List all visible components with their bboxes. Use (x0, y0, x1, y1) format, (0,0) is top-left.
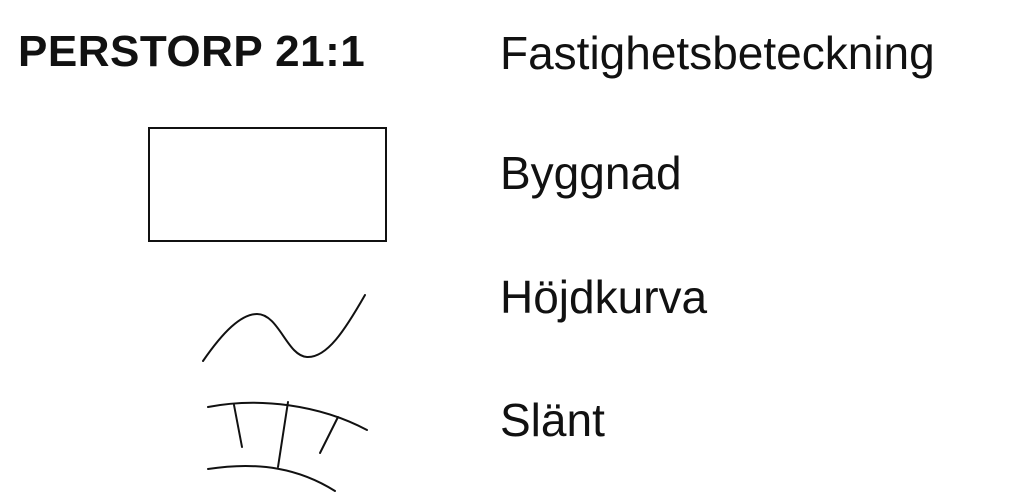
property-designation-label: Fastighetsbeteckning (500, 27, 935, 79)
building-rectangle-icon (148, 127, 387, 242)
contour-line-icon (202, 294, 366, 362)
slope-label: Slänt (500, 394, 605, 446)
slope-hatching-icon (207, 401, 368, 492)
contour-line-label: Höjdkurva (500, 271, 708, 323)
building-label: Byggnad (500, 147, 682, 199)
property-designation-sample: PERSTORP 21:1 (18, 27, 366, 76)
